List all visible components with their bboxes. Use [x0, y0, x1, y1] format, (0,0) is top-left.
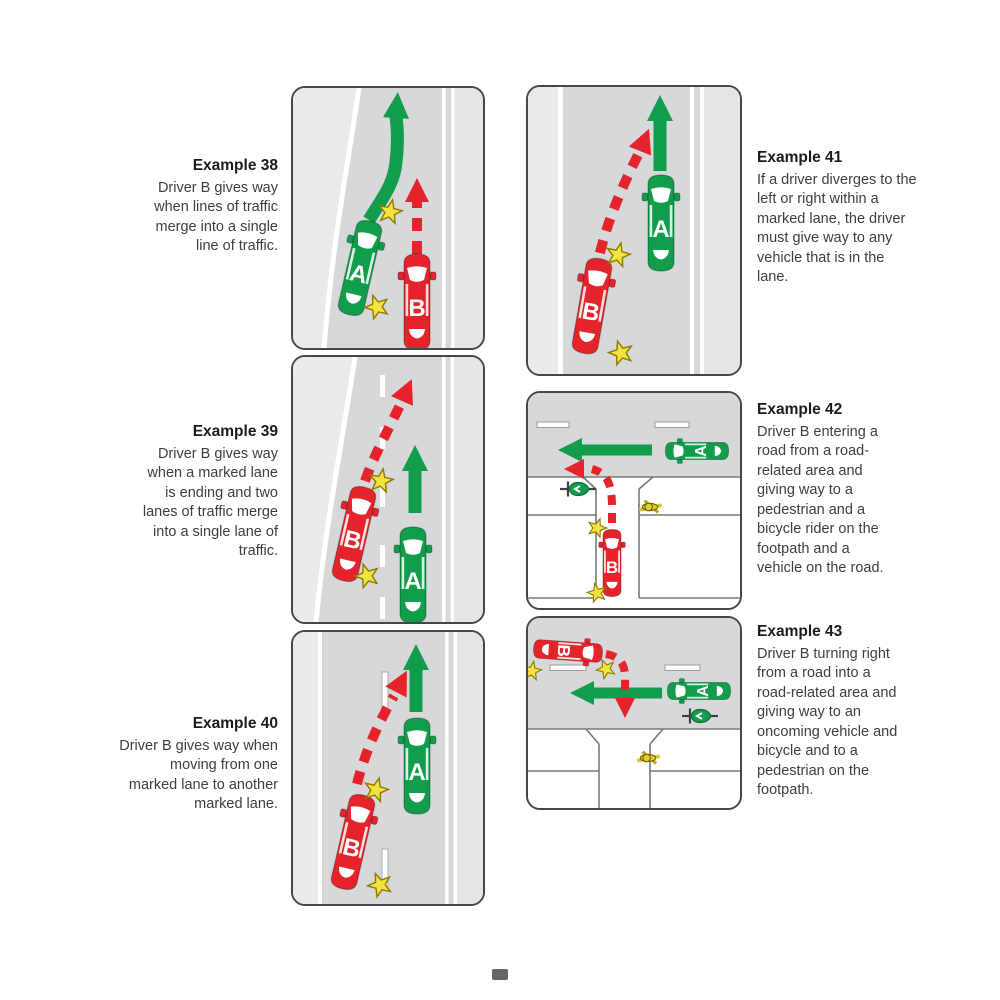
road-edge-line	[313, 357, 358, 622]
example-42-diagram: A B	[526, 391, 742, 610]
road-shoulder	[293, 357, 355, 622]
car-a: A	[397, 717, 437, 815]
svg-text:B: B	[580, 298, 602, 328]
oncoming-side	[454, 357, 483, 622]
svg-text:A: A	[693, 445, 710, 457]
centre-line	[442, 88, 446, 348]
example-38-diagram: A B	[291, 86, 485, 350]
car-b: B	[564, 254, 620, 358]
example-40-title: Example 40	[192, 715, 278, 732]
example-38-caption: Example 38 Driver B gives way when lines…	[130, 156, 278, 257]
example-42-caption: Example 42 Driver B entering a road from…	[757, 400, 897, 579]
svg-text:B: B	[408, 295, 425, 322]
red-dashed-arrow	[595, 128, 652, 255]
centre-line-dashes	[549, 664, 701, 671]
car-a: A	[664, 438, 730, 464]
svg-text:A: A	[347, 259, 370, 289]
example-41-diagram: A B	[526, 85, 742, 376]
red-dashed-arrow	[564, 459, 617, 524]
centre-line	[453, 632, 457, 904]
page-footer-mark	[492, 969, 508, 980]
svg-text:A: A	[695, 685, 712, 697]
example-41-caption: Example 41 If a driver diverges to the l…	[757, 148, 917, 288]
svg-text:A: A	[404, 568, 421, 595]
example-43-caption: Example 43 Driver B turning right from a…	[757, 622, 905, 801]
centre-line	[700, 87, 704, 374]
example-43-title: Example 43	[757, 623, 843, 640]
svg-text:B: B	[554, 644, 575, 658]
example-43-diagram: B A	[526, 616, 742, 810]
road-shoulder	[293, 632, 318, 904]
kerb-and-driveway-lines	[528, 476, 740, 599]
example-40-diagram: A B	[291, 630, 485, 906]
example-38-title: Example 38	[192, 157, 278, 174]
example-40-description: Driver B gives way when moving from one …	[119, 737, 278, 813]
example-38-description: Driver B gives way when lines of traffic…	[154, 179, 278, 255]
green-arrow	[363, 92, 409, 224]
centre-line	[442, 357, 446, 622]
svg-text:B: B	[606, 558, 618, 577]
road-edge-line	[321, 88, 362, 348]
green-arrow	[402, 445, 428, 513]
road-edge-line	[318, 632, 322, 904]
road-surface	[528, 393, 740, 477]
red-dashed-arrow	[405, 178, 429, 254]
car-b: B	[532, 634, 604, 668]
example-39-diagram: B A	[291, 355, 485, 624]
green-arrow	[647, 95, 673, 171]
centre-line	[445, 632, 449, 904]
example-40-caption: Example 40 Driver B gives way when movin…	[118, 714, 278, 815]
road-edge-line	[558, 87, 563, 374]
example-39-title: Example 39	[192, 423, 278, 440]
oncoming-side	[454, 88, 483, 348]
example-39-description: Driver B gives way when a marked lane is…	[142, 445, 278, 560]
red-dashed-arrow	[605, 650, 635, 718]
svg-text:A: A	[408, 759, 425, 786]
example-41-title: Example 41	[757, 149, 843, 166]
example-42-title: Example 42	[757, 401, 843, 418]
svg-text:A: A	[652, 216, 669, 243]
centre-line	[450, 357, 454, 622]
car-b: B	[323, 790, 383, 894]
svg-text:B: B	[341, 525, 364, 555]
car-a: A	[641, 174, 681, 272]
red-dashed-arrow	[360, 379, 413, 483]
green-arrow	[403, 644, 429, 712]
car-a: A	[666, 678, 732, 704]
car-b: B	[598, 528, 626, 598]
car-a: A	[330, 216, 390, 320]
svg-text:B: B	[340, 833, 363, 863]
example-41-description: If a driver diverges to the left or righ…	[757, 171, 917, 286]
oncoming-side	[457, 632, 483, 904]
example-39-caption: Example 39 Driver B gives way when a mar…	[135, 422, 278, 562]
centre-line	[451, 88, 455, 348]
car-a: A	[393, 526, 433, 622]
red-dashed-arrow	[352, 670, 407, 786]
kerb-and-driveway-lines	[528, 728, 740, 808]
centre-line-dashes	[536, 421, 690, 428]
example-43-description: Driver B turning right from a road into …	[757, 645, 898, 799]
road-shoulder	[293, 88, 359, 348]
centre-line	[690, 87, 694, 374]
oncoming-side	[704, 87, 740, 374]
car-b: B	[324, 482, 384, 586]
road-shoulder	[528, 87, 558, 374]
car-b: B	[397, 253, 437, 348]
green-arrow	[570, 681, 662, 705]
example-42-description: Driver B entering a road from a road-rel…	[757, 423, 884, 577]
green-arrow	[558, 438, 652, 462]
